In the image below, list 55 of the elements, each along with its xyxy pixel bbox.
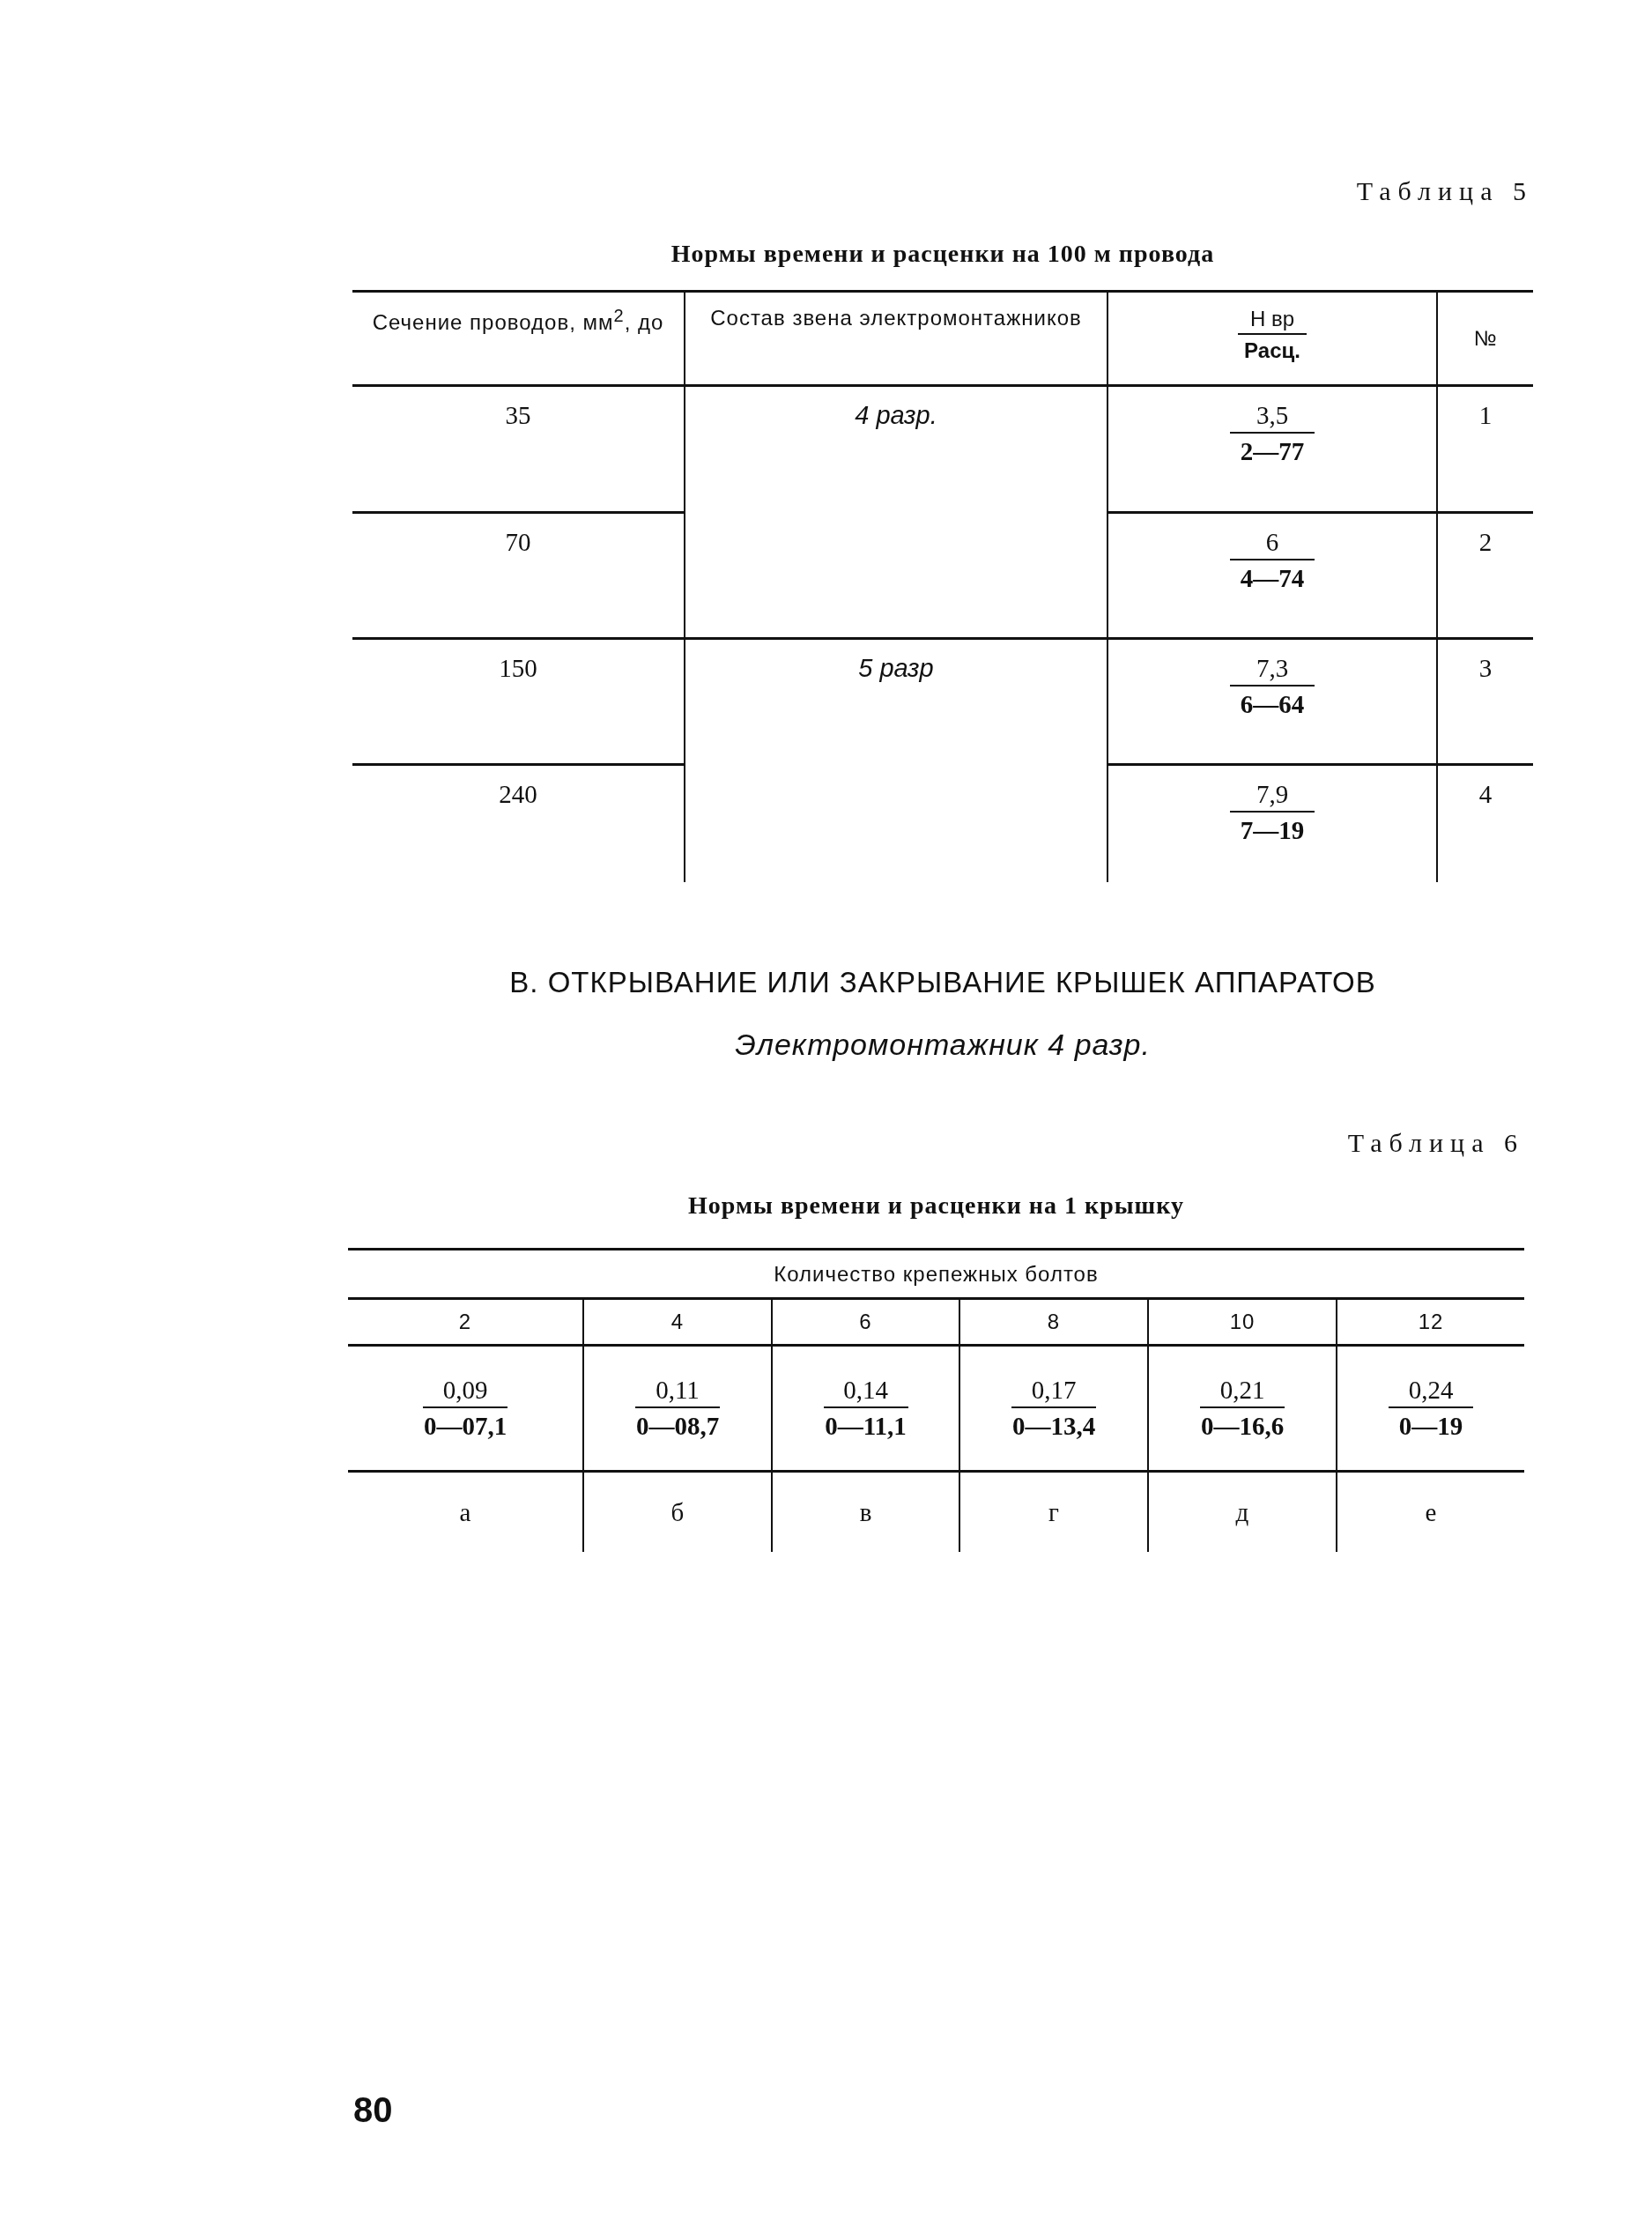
fraction-numerator: 0,24 (1389, 1376, 1473, 1408)
fraction-denominator: 0—11,1 (825, 1411, 907, 1441)
cell-text: 3 (1478, 654, 1493, 683)
table-number: Таблица 5 (1356, 176, 1533, 205)
cell-text: д (1235, 1497, 1249, 1527)
fraction-denominator: 0—16,6 (1200, 1411, 1285, 1441)
cell-text: б (670, 1497, 685, 1527)
fraction-denominator: 2—77 (1240, 436, 1305, 466)
column-header: 10 (1229, 1310, 1256, 1333)
cell-text: 1 (1478, 401, 1493, 430)
cell-text: 70 (505, 528, 531, 557)
column-header: Количество крепежных болтов (774, 1262, 1099, 1286)
fraction-numerator: 0,17 (1011, 1376, 1096, 1408)
column-header: Сечение проводов, мм$^{2}$, до (372, 307, 664, 334)
column-header: 8 (1047, 1310, 1061, 1333)
table-number: Таблица 6 (1347, 1128, 1524, 1157)
fraction-numerator: 0,21 (1200, 1376, 1285, 1408)
column-header: 2 (458, 1310, 472, 1333)
fraction-denominator: 0—19 (1398, 1411, 1463, 1441)
cell-text: 5 разр (858, 654, 934, 683)
fraction-numerator: 0,09 (423, 1376, 507, 1408)
section-heading: В. ОТКРЫВАНИЕ ИЛИ ЗАКРЫВАНИЕ КРЫШЕК АППАРАТОВ (509, 966, 1376, 998)
fraction-numerator: 7,9 (1230, 780, 1315, 813)
fraction-numerator: 6 (1230, 528, 1315, 560)
column-header: Н вр (1237, 307, 1308, 335)
table-title: Нормы времени и расценки на 100 м провода (670, 240, 1215, 267)
fraction-denominator: 0—13,4 (1011, 1411, 1096, 1441)
column-header: 4 (670, 1310, 685, 1333)
column-header: № (1473, 327, 1498, 350)
cell-text: 4 (1478, 780, 1493, 809)
cell-text: 4 разр. (855, 401, 937, 430)
cell-text: в (859, 1497, 872, 1527)
fraction-denominator: 6—64 (1240, 689, 1305, 719)
page-number: 80 (353, 2090, 393, 2129)
fraction-numerator: 7,3 (1230, 654, 1315, 686)
fraction-denominator: 7—19 (1240, 815, 1305, 845)
column-header: 6 (859, 1310, 872, 1333)
fraction-denominator: 4—74 (1240, 563, 1305, 593)
table-title: Нормы времени и расценки на 1 крышку (688, 1191, 1184, 1219)
column-header: 12 (1418, 1310, 1444, 1333)
fraction-denominator: 0—08,7 (635, 1411, 720, 1441)
cell-text: 35 (505, 401, 531, 430)
fraction-numerator: 3,5 (1230, 401, 1315, 434)
column-header: Расц. (1244, 338, 1300, 363)
cell-text: 150 (499, 654, 537, 683)
section-subheading: Электромонтажник 4 разр. (735, 1028, 1151, 1061)
fraction-numerator: 0,14 (823, 1376, 908, 1408)
cell-text: 2 (1478, 528, 1493, 557)
fraction-denominator: 0—07,1 (423, 1411, 507, 1441)
column-header: Состав звена электромонтажников (710, 307, 1082, 330)
cell-text: е (1425, 1497, 1437, 1527)
cell-text: а (459, 1497, 471, 1527)
cell-text: г (1048, 1497, 1059, 1527)
fraction-numerator: 0,11 (635, 1376, 720, 1408)
cell-text: 240 (499, 780, 537, 809)
